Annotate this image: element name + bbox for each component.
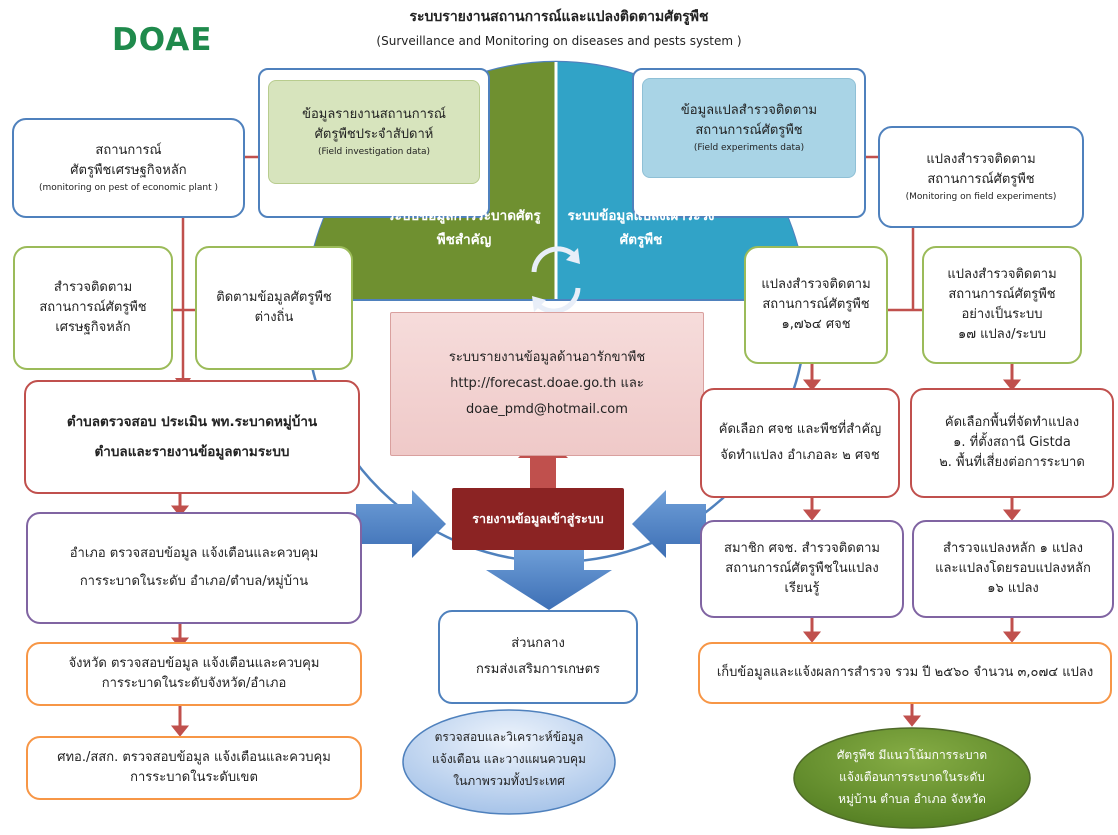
- economic-pest-box: สถานการณ์ ศัตรูพืชเศรษฐกิจหลัก (monitori…: [12, 118, 245, 218]
- report-input-label: รายงานข้อมูลเข้าสู่ระบบ: [452, 488, 624, 550]
- right-half-label: ระบบข้อมูลแปลงเฝ้าระวังศัตรูพืช: [567, 208, 715, 248]
- alien-pest-box: ติดตามข้อมูลศัตรูพืช ต่างถิ่น: [195, 246, 353, 370]
- field-investigation-box: ข้อมูลรายงานสถานการณ์ ศัตรูพืชประจำสัปดา…: [268, 80, 480, 184]
- field-experiments-box: ข้อมูลแปลสำรวจติดตาม สถานการณ์ศัตรูพืช (…: [642, 78, 856, 178]
- collect-box: เก็บข้อมูลและแจ้งผลการสำรวจ รวม ปี ๒๕๖๐ …: [698, 642, 1112, 704]
- refresh-cycle-icon: [531, 246, 581, 314]
- page-title: ระบบรายงานสถานการณ์และแปลงติดตามศัตรูพืช: [409, 9, 709, 25]
- central-box: ส่วนกลาง กรมส่งเสริมการเกษตร: [438, 610, 638, 704]
- logo-text: DOAE: [112, 22, 213, 58]
- plots-b-box: แปลงสำรวจติดตาม สถานการณ์ศัตรูพืช อย่างเ…: [922, 246, 1082, 364]
- amphoe-box: อำเภอ ตรวจสอบข้อมูล แจ้งเตือนและควบคุม ก…: [26, 512, 362, 624]
- trend-ellipse-shape: [793, 727, 1031, 829]
- plots-a-box: แปลงสำรวจติดตาม สถานการณ์ศัตรูพืช ๑,๗๖๔ …: [744, 246, 888, 364]
- member-box: สมาชิก ศจช. สำรวจติดตาม สถานการณ์ศัตรูพื…: [700, 520, 904, 618]
- page-subtitle: (Surveillance and Monitoring on diseases…: [376, 34, 742, 48]
- left-half-label: ระบบข้อมูลการระบาดศัตรูพืชสำคัญ: [387, 208, 541, 248]
- survey-economic-box: สำรวจติดตาม สถานการณ์ศัตรูพืช เศรษฐกิจหล…: [13, 246, 173, 370]
- logo: DOAE: [112, 22, 222, 58]
- select-b-box: คัดเลือกพื้นที่จัดทำแปลง ๑. ที่ตั้งสถานี…: [910, 388, 1114, 498]
- arrow-down-to-central: [486, 548, 612, 610]
- arrow-right-into-center: [356, 490, 446, 558]
- trend-ellipse: ศัตรูพืช มีแนวโน้มการระบาด แจ้งเตือนการร…: [836, 748, 988, 806]
- select-a-box: คัดเลือก ศจช และพืชที่สำคัญ จัดทำแปลง อำ…: [700, 388, 900, 498]
- analysis-ellipse: ตรวจสอบและวิเคราะห์ข้อมูล แจ้งเตือน และว…: [432, 730, 586, 788]
- region-box: ศทอ./สสก. ตรวจสอบข้อมูล แจ้งเตือนและควบค…: [26, 736, 362, 800]
- analysis-ellipse-shape: [402, 709, 616, 815]
- monitoring-field-box: แปลงสำรวจติดตาม สถานการณ์ศัตรูพืช (Monit…: [878, 126, 1084, 228]
- province-box: จังหวัด ตรวจสอบข้อมูล แจ้งเตือนและควบคุม…: [26, 642, 362, 706]
- tambon-box: ตำบลตรวจสอบ ประเมิน พท.ระบาดหมู่บ้าน ตำบ…: [24, 380, 360, 494]
- main-plot-box: สำรวจแปลงหลัก ๑ แปลง และแปลงโดยรอบแปลงหล…: [912, 520, 1114, 618]
- arrow-left-into-center: [632, 490, 706, 558]
- report-system-box: ระบบรายงานข้อมูลด้านอารักขาพืช http://fo…: [390, 312, 704, 456]
